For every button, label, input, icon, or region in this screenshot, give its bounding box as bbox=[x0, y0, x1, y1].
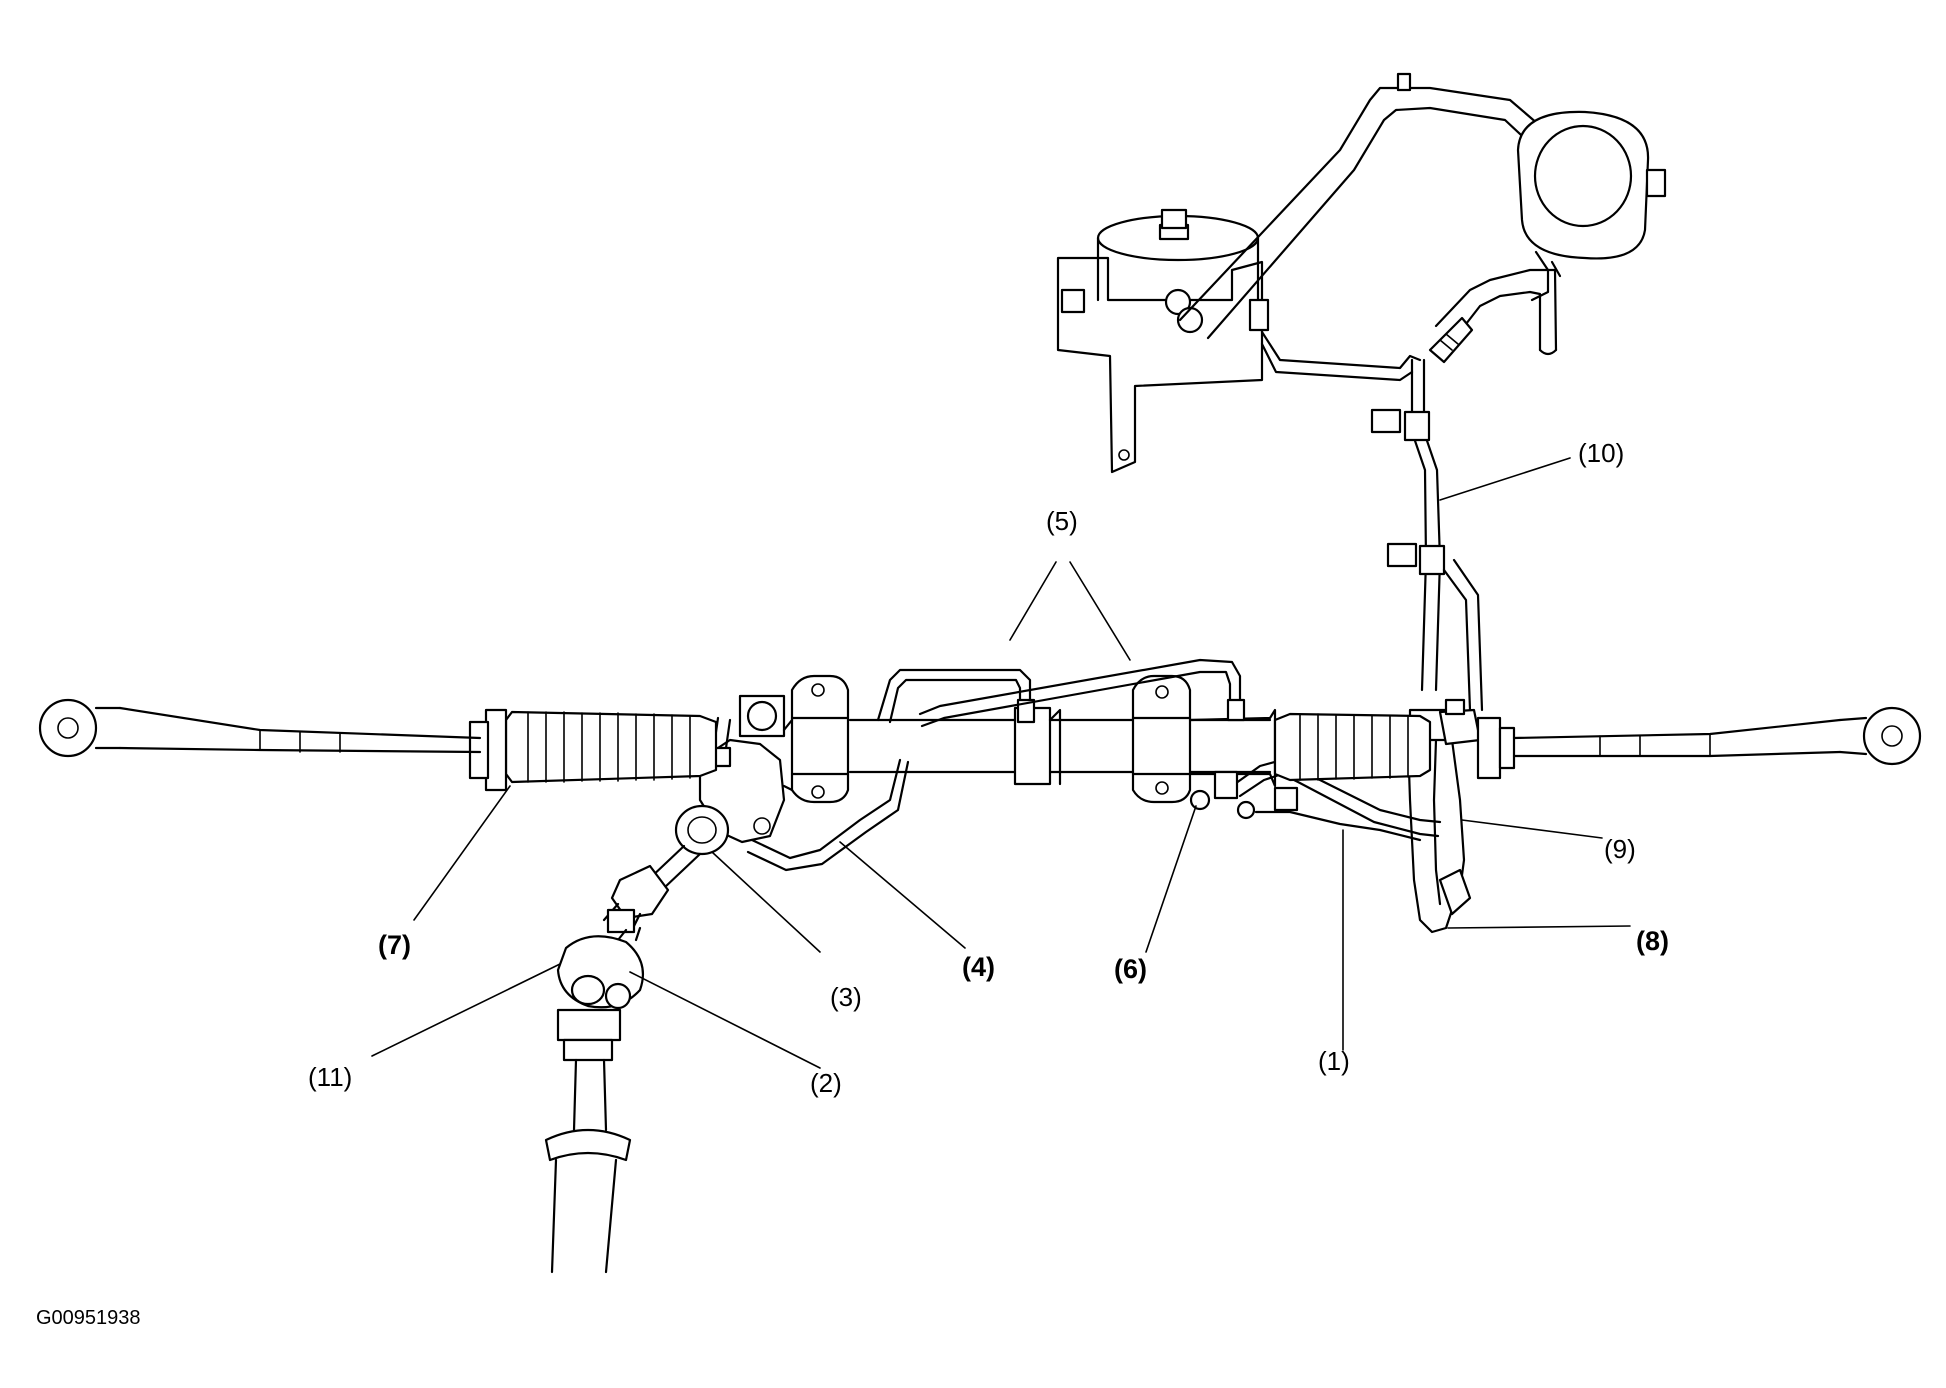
leader-2 bbox=[629, 971, 821, 1069]
return-hose bbox=[1428, 268, 1558, 364]
leader-lines bbox=[371, 457, 1631, 1069]
leader-7 bbox=[413, 785, 511, 921]
reservoir-tank bbox=[1516, 110, 1667, 302]
power-steering-pump bbox=[1056, 208, 1264, 474]
leader-4 bbox=[839, 841, 966, 949]
leader-6 bbox=[1145, 805, 1197, 953]
pipe-4 bbox=[746, 758, 910, 872]
left-tie-rod bbox=[38, 698, 482, 758]
callout-1: (1) bbox=[1318, 1046, 1350, 1076]
callout-4: (4) bbox=[962, 952, 995, 982]
right-tie-rod bbox=[1512, 706, 1922, 766]
callout-8: (8) bbox=[1636, 926, 1669, 956]
steering-rack-housing bbox=[790, 674, 1277, 804]
figure-code: G00951938 bbox=[36, 1307, 141, 1329]
callout-labels: (1) (2) (3) (4) (5) (6) (7) (8) (9) (10)… bbox=[308, 438, 1669, 1098]
callout-6: (6) bbox=[1114, 954, 1147, 984]
callout-10: (10) bbox=[1578, 438, 1624, 468]
leader-5b bbox=[1069, 561, 1131, 661]
leader-3 bbox=[711, 851, 821, 953]
reservoir-pipe bbox=[1178, 72, 1547, 340]
pipes-5 bbox=[876, 658, 1246, 728]
pressure-pipe-10 bbox=[1260, 330, 1484, 712]
callout-3: (3) bbox=[830, 982, 862, 1012]
leader-11 bbox=[371, 963, 561, 1057]
steering-shaft bbox=[544, 804, 730, 1274]
callout-7: (7) bbox=[378, 930, 411, 960]
callout-5: (5) bbox=[1046, 506, 1078, 536]
callout-2: (2) bbox=[810, 1068, 842, 1098]
callout-11: (11) bbox=[308, 1062, 352, 1092]
leader-5a bbox=[1009, 561, 1057, 641]
leader-8 bbox=[1447, 925, 1631, 929]
callout-9: (9) bbox=[1604, 834, 1636, 864]
right-boot bbox=[1273, 712, 1516, 782]
left-boot-7 bbox=[468, 708, 718, 792]
leader-9 bbox=[1461, 819, 1603, 839]
leader-10 bbox=[1439, 457, 1571, 501]
